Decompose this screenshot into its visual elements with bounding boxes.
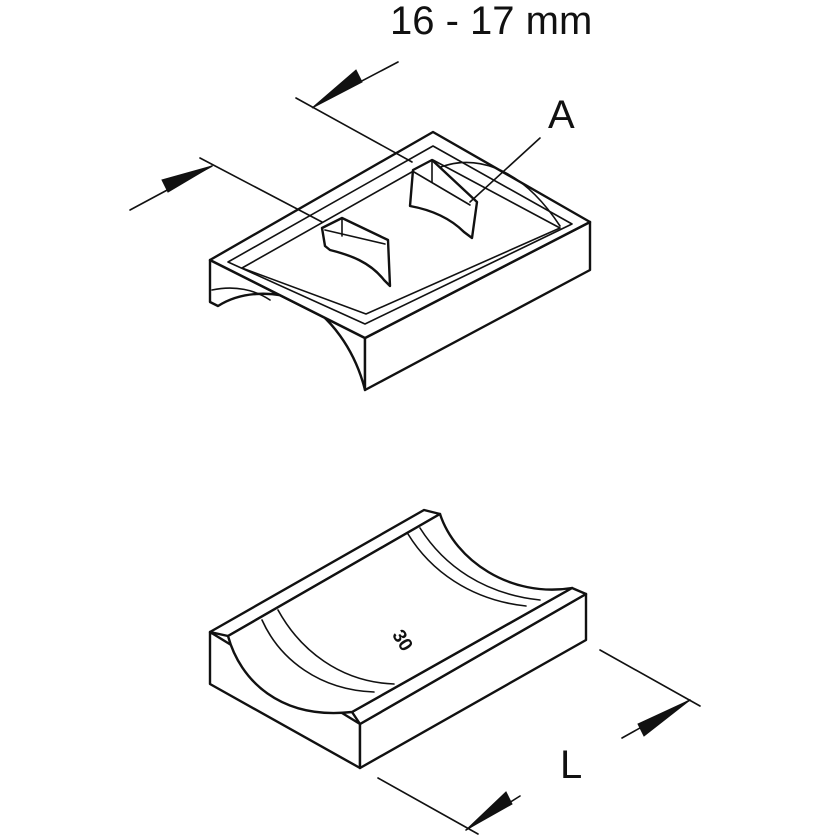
dimension-label-16-17mm: 16 - 17 mm	[390, 0, 592, 43]
upper-part-rim-inner	[227, 145, 573, 325]
saddle-groove-4	[419, 527, 541, 601]
length-arrowhead-bottom	[465, 791, 513, 831]
locking-tab-right	[408, 158, 479, 240]
dimension-arrowhead-upper	[311, 69, 363, 109]
saddle-concave-surface	[226, 512, 574, 715]
callout-a-label: A	[548, 93, 575, 137]
length-extension-bottom	[377, 777, 479, 835]
length-extension-right	[599, 649, 701, 707]
saddle-groove-2	[277, 609, 395, 685]
upper-part-arch-shadow	[211, 287, 271, 301]
saddle-groove-1	[261, 619, 375, 693]
dimension-arrowhead-lower	[161, 165, 213, 193]
length-label: L	[560, 743, 582, 787]
callout-a-leader	[469, 137, 541, 203]
length-arrowhead-right	[637, 699, 691, 737]
callout-a: A	[469, 93, 575, 203]
dimension-extension-lower	[199, 157, 323, 223]
dimension-16-17mm: 16 - 17 mm	[129, 0, 592, 223]
saddle-groove-3	[407, 533, 527, 607]
upper-part-recess	[241, 159, 561, 315]
upper-part-arch	[429, 161, 561, 227]
dimension-extension-upper	[295, 97, 413, 163]
lower-saddle-part: 30	[208, 508, 588, 770]
upper-part-rim-outer	[208, 130, 592, 340]
dimension-length: L	[377, 649, 701, 835]
upper-clamp-part	[208, 130, 592, 392]
locking-tab-left	[320, 216, 392, 288]
